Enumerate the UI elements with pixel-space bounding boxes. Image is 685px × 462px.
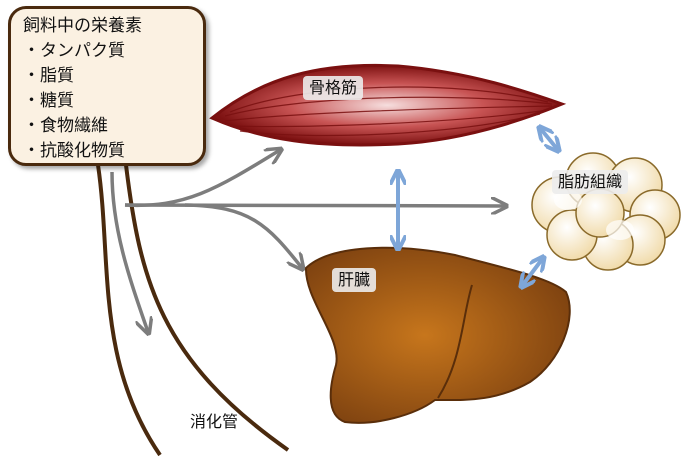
adipose-tissue-label: 脂肪組織 — [552, 170, 629, 194]
skeletal-muscle — [209, 63, 567, 147]
nutrient-item-lipid: ・脂質 — [23, 66, 74, 86]
exchange-arrow-liver-adipose — [522, 258, 543, 286]
nutrient-item-sugar: ・糖質 — [23, 91, 74, 111]
digestive-tract-label: 消化管 — [190, 412, 239, 431]
nutrient-item-antioxidant: ・抗酸化物質 — [23, 141, 125, 161]
nutrient-title: 飼料中の栄養素 — [23, 16, 142, 36]
nutrient-flow-arrows — [110, 150, 505, 332]
nutrient-box: 飼料中の栄養素 ・タンパク質 ・脂質 ・糖質 ・食物繊維 ・抗酸化物質 — [8, 6, 206, 166]
liver-label: 肝臓 — [332, 268, 377, 292]
flow-arrow-to-liver — [184, 203, 302, 268]
nutrient-item-fiber: ・食物繊維 — [23, 116, 108, 136]
nutrient-list: ・タンパク質 ・脂質 ・糖質 ・食物繊維 ・抗酸化物質 — [23, 39, 195, 164]
nutrient-item-protein: ・タンパク質 — [23, 41, 125, 61]
digestive-tract — [96, 164, 290, 457]
exchange-arrows — [398, 128, 558, 286]
flow-arrow-to-adipose — [124, 205, 505, 206]
skeletal-muscle-label: 骨格筋 — [303, 76, 364, 100]
flow-arrow-down-gut — [110, 171, 148, 332]
exchange-arrow-muscle-adipose — [540, 128, 558, 150]
